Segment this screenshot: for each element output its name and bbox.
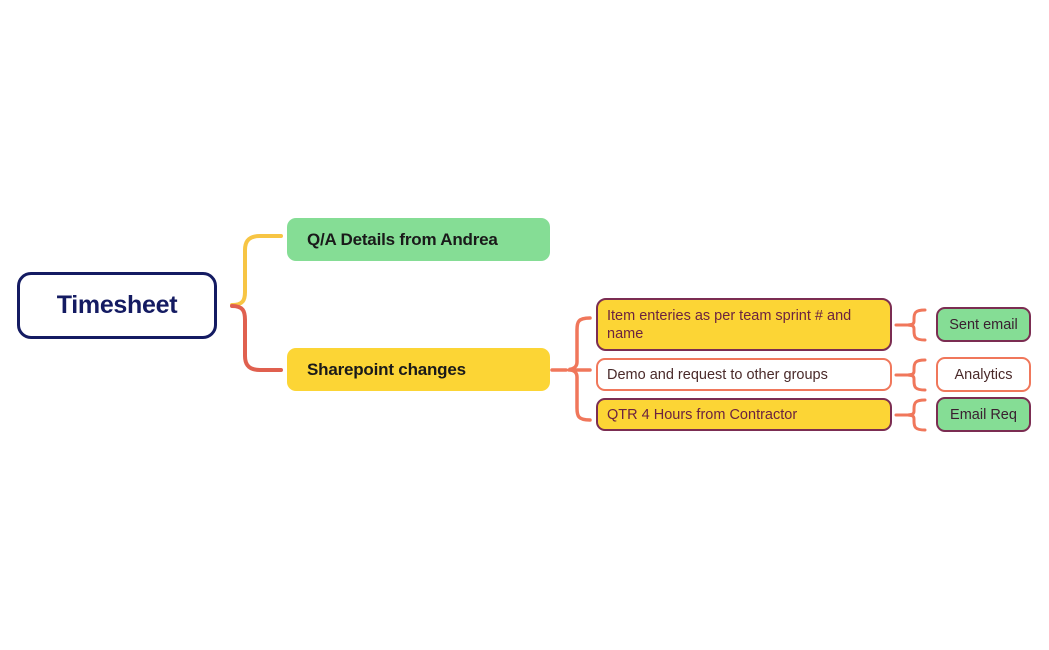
node-qtr-4-hours[interactable]: QTR 4 Hours from Contractor	[596, 398, 892, 431]
node-item-enteries[interactable]: Item enteries as per team sprint # and n…	[596, 298, 892, 351]
connector-root-to-sharepoint	[230, 304, 283, 372]
connector-qtr-to-email-req	[907, 398, 927, 432]
node-timesheet[interactable]: Timesheet	[17, 272, 217, 339]
connector-root-to-qa	[230, 234, 283, 307]
node-sent-email[interactable]: Sent email	[936, 307, 1031, 342]
node-sharepoint-changes[interactable]: Sharepoint changes	[287, 348, 550, 391]
node-analytics[interactable]: Analytics	[936, 357, 1031, 392]
connector-demo-to-analytics	[907, 358, 927, 392]
connector-sharepoint-brace	[568, 316, 592, 422]
node-demo-request[interactable]: Demo and request to other groups	[596, 358, 892, 391]
connector-item-to-sent-email	[907, 308, 927, 342]
node-email-req[interactable]: Email Req	[936, 397, 1031, 432]
node-qa-details[interactable]: Q/A Details from Andrea	[287, 218, 550, 261]
